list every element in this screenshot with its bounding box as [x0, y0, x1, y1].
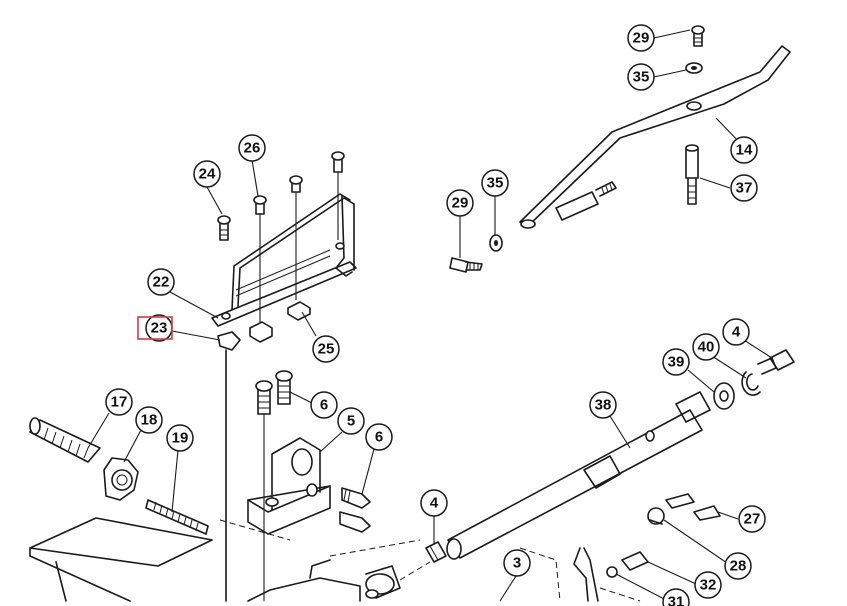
svg-text:35: 35 [633, 69, 650, 86]
callout-5: 5 [338, 408, 364, 434]
svg-text:24: 24 [199, 166, 216, 183]
callout-22: 22 [148, 269, 174, 295]
callout-4-left: 4 [421, 490, 447, 516]
callout-28: 28 [725, 553, 751, 579]
callout-35-top: 35 [628, 64, 654, 90]
screw-26 [254, 196, 266, 322]
shaft-17 [30, 418, 100, 462]
washer-35-lower [490, 235, 502, 251]
screw-32 [607, 552, 648, 577]
svg-text:35: 35 [487, 175, 504, 192]
svg-text:29: 29 [452, 195, 469, 212]
nut-18 [104, 458, 138, 500]
screw-29-lower [450, 258, 482, 272]
callout-18: 18 [136, 407, 162, 433]
screws-6-lower [340, 488, 370, 532]
part-5-block [248, 438, 330, 534]
svg-text:25: 25 [318, 341, 335, 358]
plate-lower-left [30, 518, 212, 601]
callout-39: 39 [663, 349, 689, 375]
svg-text:4: 4 [430, 495, 439, 512]
callout-14: 14 [731, 137, 757, 163]
svg-text:27: 27 [744, 511, 761, 528]
callout-40: 40 [693, 334, 719, 360]
screw-29-upper [692, 26, 704, 46]
parts-27-28 [648, 494, 720, 524]
bracket-23 [218, 332, 240, 601]
callout-4-right: 4 [723, 319, 749, 345]
svg-text:6: 6 [320, 397, 328, 414]
callout-32: 32 [695, 572, 721, 598]
callout-25: 25 [313, 336, 339, 362]
lever-lower-right [574, 548, 598, 601]
dashed-guides [220, 520, 640, 601]
callout-3: 3 [504, 550, 530, 576]
svg-text:4: 4 [732, 324, 741, 341]
screw-4-left [426, 542, 446, 562]
callout-31-partial: 31 [663, 589, 689, 606]
block-lower-center [248, 560, 400, 601]
callout-29-top: 29 [628, 25, 654, 51]
stud-on-lever [556, 182, 616, 220]
svg-text:19: 19 [172, 430, 189, 447]
svg-text:37: 37 [736, 180, 753, 197]
shaft-38 [447, 392, 710, 559]
svg-text:5: 5 [347, 413, 355, 430]
callout-6-upper: 6 [311, 392, 337, 418]
stud-37 [686, 145, 698, 204]
svg-text:18: 18 [141, 412, 158, 429]
washer-39 [714, 383, 734, 409]
svg-text:38: 38 [595, 397, 612, 414]
callout-38: 38 [590, 392, 616, 418]
callout-29-lower: 29 [447, 190, 473, 216]
lever-arm-14 [520, 46, 790, 228]
callout-35-lower: 35 [482, 170, 508, 196]
svg-text:29: 29 [633, 30, 650, 47]
svg-text:32: 32 [700, 577, 717, 594]
callout-24: 24 [194, 161, 220, 187]
svg-text:23: 23 [151, 320, 168, 337]
callout-6-lower: 6 [366, 424, 392, 450]
callout-37: 37 [731, 175, 757, 201]
callout-19: 19 [167, 425, 193, 451]
svg-text:40: 40 [698, 339, 715, 356]
svg-text:31: 31 [668, 594, 685, 606]
svg-text:39: 39 [668, 354, 685, 371]
svg-text:28: 28 [730, 558, 747, 575]
callout-27: 27 [739, 506, 765, 532]
callout-17: 17 [106, 389, 132, 415]
screw-24 [218, 216, 230, 240]
svg-text:26: 26 [244, 140, 261, 157]
ring-40 [742, 372, 760, 395]
washer-35-upper [686, 63, 702, 73]
svg-text:3: 3 [513, 555, 521, 572]
svg-text:17: 17 [111, 394, 128, 411]
screws-6-upper [256, 371, 292, 601]
callout-26: 26 [239, 135, 265, 161]
svg-text:6: 6 [375, 429, 383, 446]
screw-4-right [758, 350, 794, 374]
svg-text:14: 14 [736, 142, 753, 159]
svg-text:22: 22 [153, 274, 170, 291]
bracket-22 [212, 194, 356, 326]
callout-23: 23 [138, 315, 172, 341]
